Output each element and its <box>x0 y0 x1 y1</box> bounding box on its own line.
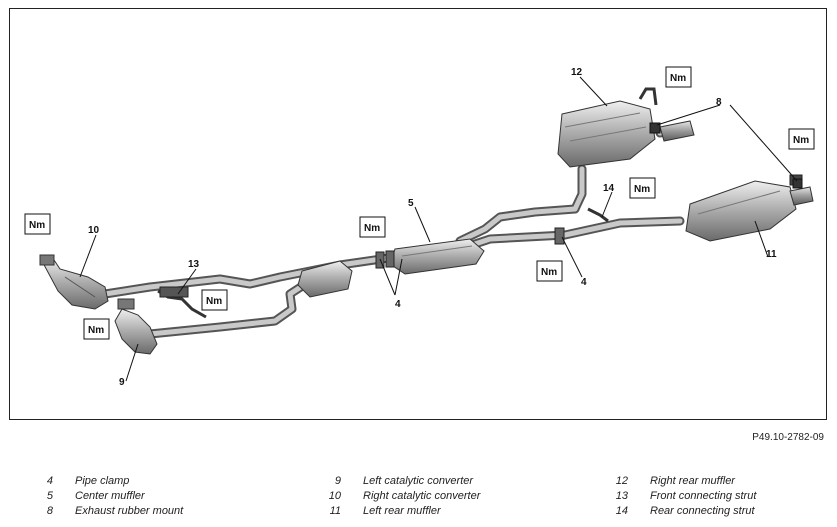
callout-11: 11 <box>766 249 777 260</box>
legend-number: 14 <box>615 505 628 517</box>
legend-column-3: 12 Right rear muffler 13 Front connecting … <box>600 474 757 519</box>
legend-description: Left rear muffler <box>363 505 441 517</box>
leader-lines <box>79 76 798 382</box>
front-connecting-strut <box>157 286 207 319</box>
nm-box-front-strut: Nm <box>201 289 228 311</box>
legend-row: 5 Center muffler <box>25 489 183 504</box>
nm-box-rear-clamp: Nm <box>536 260 563 282</box>
nm-label: Nm <box>364 223 380 234</box>
callout-12: 12 <box>571 67 583 78</box>
callout-13: 13 <box>188 259 200 270</box>
callout-labels: 10 9 13 4 5 4 14 12 8 11 <box>88 67 777 388</box>
nm-label: Nm <box>88 325 104 336</box>
diagram-frame: 10 9 13 4 5 4 14 12 8 11 Nm Nm Nm <box>9 8 827 420</box>
nm-box-rear-strut: Nm <box>629 177 656 199</box>
legend-row: 8 Exhaust rubber mount <box>25 504 183 519</box>
callout-14: 14 <box>603 183 615 194</box>
legend-number: 13 <box>615 490 628 502</box>
torque-boxes: Nm Nm Nm Nm Nm Nm <box>24 66 815 340</box>
legend-row: 13 Front connecting strut <box>600 489 757 504</box>
legend-description: Pipe clamp <box>75 475 130 487</box>
legend-description: Left catalytic converter <box>363 475 474 487</box>
legend-row: 9 Left catalytic converter <box>313 474 480 489</box>
callout-8: 8 <box>716 97 722 108</box>
legend-description: Exhaust rubber mount <box>75 505 184 517</box>
nm-label: Nm <box>670 73 686 84</box>
legend-row: 14 Rear connecting strut <box>600 504 756 519</box>
legend-row: 10 Right catalytic converter <box>313 489 481 504</box>
callout-9: 9 <box>119 377 125 388</box>
legend-row: 12 Right rear muffler <box>600 474 756 489</box>
legend-column-1: 4 Pipe clamp 5 Center muffler 8 Exhaust rub… <box>25 474 183 519</box>
nm-label: Nm <box>29 220 45 231</box>
callout-4-rear: 4 <box>581 277 587 288</box>
nm-box-left-rear-mount: Nm <box>788 128 815 150</box>
left-catalytic-converter <box>114 298 158 355</box>
legend-row: 11 Left rear muffler <box>313 504 480 519</box>
legend-number: 10 <box>328 490 341 502</box>
legend-description: Rear connecting strut <box>650 505 755 517</box>
right-catalytic-converter <box>39 254 109 310</box>
legend-number: 9 <box>334 475 341 487</box>
parts-legend: 4 Pipe clamp 5 Center muffler 8 Exhaust rub… <box>0 474 837 524</box>
legend-row: 4 Pipe clamp <box>25 474 183 489</box>
exhaust-system-illustration: 10 9 13 4 5 4 14 12 8 11 Nm Nm Nm <box>24 66 815 388</box>
legend-description: Right rear muffler <box>650 475 735 487</box>
figure-id: P49.10-2782-09 <box>752 432 824 443</box>
nm-label: Nm <box>793 135 809 146</box>
legend-column-2: 9 Left catalytic converter 10 Right cataly… <box>313 474 481 519</box>
crossover-resonator <box>297 260 353 298</box>
right-rear-muffler <box>557 87 695 168</box>
legend-number: 12 <box>615 475 628 487</box>
legend-number: 5 <box>46 490 53 502</box>
legend-number: 11 <box>329 505 341 517</box>
nm-label: Nm <box>634 184 650 195</box>
callout-4-front: 4 <box>395 299 401 310</box>
legend-number: 4 <box>46 475 53 487</box>
pipe-clamp-rear <box>554 227 565 245</box>
nm-box-left-cat: Nm <box>83 318 110 340</box>
center-muffler <box>389 238 485 275</box>
nm-label: Nm <box>206 296 222 307</box>
legend-description: Right catalytic converter <box>363 490 481 502</box>
legend-description: Center muffler <box>75 490 145 502</box>
callout-5: 5 <box>408 198 414 209</box>
nm-label: Nm <box>541 267 557 278</box>
legend-number: 8 <box>46 505 53 517</box>
nm-box-center: Nm <box>359 216 386 238</box>
callout-10: 10 <box>88 225 100 236</box>
rear-connecting-strut <box>587 207 609 223</box>
nm-box-right-rear-mount: Nm <box>665 66 692 88</box>
legend-description: Front connecting strut <box>650 490 757 502</box>
nm-box-right-cat: Nm <box>24 213 51 235</box>
exhaust-rubber-mount <box>649 122 803 189</box>
